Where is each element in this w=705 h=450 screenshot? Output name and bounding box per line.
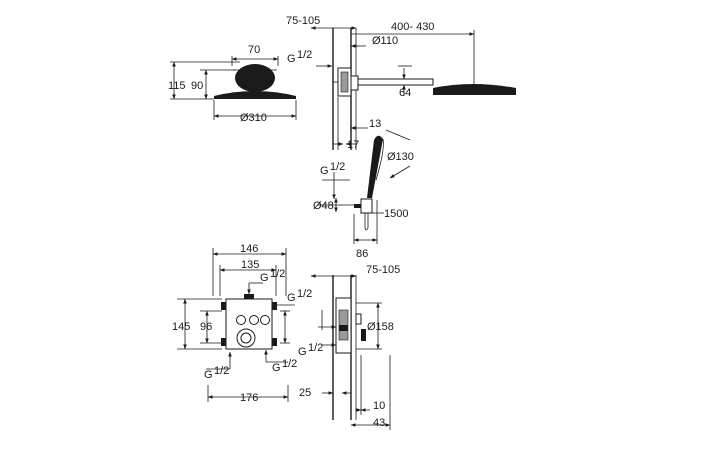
box-bottom-width-dimension: 176 <box>207 385 289 404</box>
box-side-offset-label: 25 <box>299 387 311 399</box>
box-height-outer-label: 145 <box>172 321 190 333</box>
head-height-inner-label: 90 <box>191 80 203 92</box>
side-thread-frac: 1/2 <box>297 49 312 61</box>
hand-shower-diameter-dimension: Ø130 <box>385 129 414 179</box>
elbow-diameter-label: Ø48 <box>313 200 334 212</box>
box-width-dimensions: 146 135 <box>212 243 287 296</box>
arm-length-dimension: 400- 430 <box>351 21 475 90</box>
head-drop-label: 64 <box>399 87 411 99</box>
cover-depth-dimensions: 10 43 <box>350 355 391 430</box>
concealed-box-front-view: 146 135 G 1/2 G 1/2 145 96 <box>172 243 312 404</box>
box-right-thread-frac: 1/2 <box>297 288 312 300</box>
box-bottom-right-thread-frac: 1/2 <box>282 358 297 370</box>
box-body-section <box>335 297 366 354</box>
flange-diameter-dimension: Ø110 <box>350 35 398 48</box>
head-shower-side-view: 75-105 400- 430 Ø110 G 1/2 64 <box>286 15 516 151</box>
head-height-dimensions: 115 90 <box>168 61 240 100</box>
box-side-offset-dimension: 25 <box>299 387 351 399</box>
head-drop-dimension: 64 <box>398 65 412 99</box>
box-top-thread-label: G <box>260 272 269 284</box>
box-bottom-left-thread-label: G <box>204 369 213 381</box>
box-bottom-left-thread-frac: 1/2 <box>214 365 229 377</box>
box-height-dimensions: 145 96 <box>172 298 290 350</box>
head-diameter-label: Ø310 <box>240 112 267 124</box>
shower-arm <box>350 75 516 95</box>
arm-width-label: 70 <box>248 44 260 56</box>
box-bottom-width-label: 176 <box>240 392 258 404</box>
offset-b-label: 17 <box>347 139 359 151</box>
hose-length-callout: 1500 <box>368 208 408 220</box>
box-width-inner-label: 135 <box>241 259 259 271</box>
box-top-thread-callouts: G 1/2 G 1/2 <box>247 268 312 306</box>
side-offset-dimensions: 13 17 <box>333 97 381 151</box>
hand-projection-dimension: 86 <box>353 200 378 260</box>
side-thread-callout: G 1/2 <box>287 49 333 68</box>
box-bottom-right-thread-label: G <box>272 362 281 374</box>
side-wall-depth-label: 75-105 <box>286 15 320 27</box>
side-wall-depth-dimension: 75-105 <box>286 15 357 30</box>
head-shower-front-view: 70 115 90 Ø310 <box>168 44 297 124</box>
box-side-wall-depth-dimension: 75-105 <box>310 264 400 278</box>
hand-shower-body <box>354 135 384 231</box>
box-side-thread-frac: 1/2 <box>308 342 323 354</box>
cover-depth-b-label: 43 <box>373 417 385 429</box>
concealed-box-side-view: 75-105 Ø158 G 1/2 25 10 43 <box>298 264 400 430</box>
head-diameter-dimension: Ø310 <box>213 100 297 124</box>
shower-head-body <box>214 64 296 99</box>
box-bottom-thread-callouts: G 1/2 G 1/2 <box>204 349 297 381</box>
arm-width-dimension: 70 <box>231 44 279 66</box>
hose-length-label: 1500 <box>384 208 408 220</box>
box-side-thread-label: G <box>298 346 307 358</box>
box-top-thread-frac: 1/2 <box>270 268 285 280</box>
side-thread-label: G <box>287 53 296 65</box>
hand-diameter-label: Ø130 <box>387 151 414 163</box>
arm-length-label: 400- 430 <box>391 21 434 33</box>
control-buttons <box>236 315 270 348</box>
box-height-inner-label: 96 <box>200 321 212 333</box>
hand-projection-label: 86 <box>356 248 368 260</box>
hand-thread-frac: 1/2 <box>330 161 345 173</box>
box-right-thread-label: G <box>287 292 296 304</box>
hand-shower-view: Ø130 G 1/2 Ø48 1500 86 <box>313 129 414 260</box>
cover-depth-a-label: 10 <box>373 400 385 412</box>
hand-thread-callout: G 1/2 <box>320 161 350 200</box>
rosette-diameter-label: Ø158 <box>367 321 394 333</box>
elbow-diameter-dimension: Ø48 <box>313 197 354 213</box>
rosette-diameter-dimension: Ø158 <box>356 302 394 350</box>
offset-a-label: 13 <box>369 118 381 130</box>
hand-thread-label: G <box>320 165 329 177</box>
head-height-outer-label: 115 <box>168 80 186 92</box>
box-side-thread-callouts: G 1/2 <box>298 310 337 358</box>
box-width-outer-label: 146 <box>240 243 258 255</box>
wall-outlet-body <box>333 67 352 97</box>
flange-diameter-label: Ø110 <box>372 35 398 47</box>
box-side-wall-depth-label: 75-105 <box>366 264 400 276</box>
